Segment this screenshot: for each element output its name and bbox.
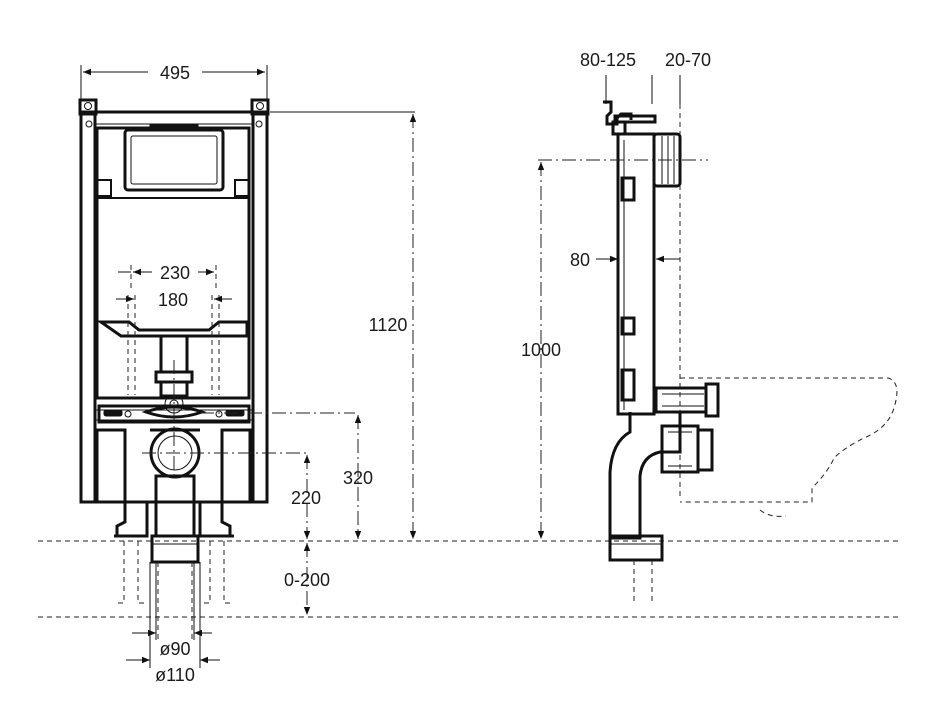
width-dimension: 495 [160,63,190,83]
drain-pipe [149,427,201,668]
side-frame [603,100,720,604]
front-centerlines [142,111,415,476]
frame-legs [95,428,252,604]
height-dimension: 1120 [369,315,408,335]
depth-range-dimension: 80-125 [580,50,636,70]
adjust-range-dimension: 0-200 [284,570,330,590]
cistern [95,123,251,400]
wc-fixing-plate [97,394,251,424]
floor-lines [38,540,900,618]
front-view: 495 230 180 1120 320 220 0-200 [78,63,417,685]
fixing-height-dimension: 1000 [521,340,561,360]
wc-pan-outline [680,377,898,503]
outlet-height-dimension: 220 [291,488,321,508]
wc-pan-foot [759,509,787,517]
dim-depth-range [605,75,681,104]
dim-width [80,65,268,100]
dim-outer-spacing [118,265,217,292]
frame-depth-dimension: 80 [570,250,590,270]
wall-range-dimension: 20-70 [665,50,711,70]
dim-diameters [126,629,220,664]
pipe-inner-diameter: ø90 [159,639,190,659]
inlet-height-dimension: 320 [343,468,373,488]
pipe-outer-diameter: ø110 [155,665,195,685]
outer-spacing-dimension: 230 [160,263,190,283]
fixing-studs [127,295,220,395]
side-view: 80-125 20-70 [521,50,898,604]
inner-spacing-dimension: 180 [158,290,188,310]
